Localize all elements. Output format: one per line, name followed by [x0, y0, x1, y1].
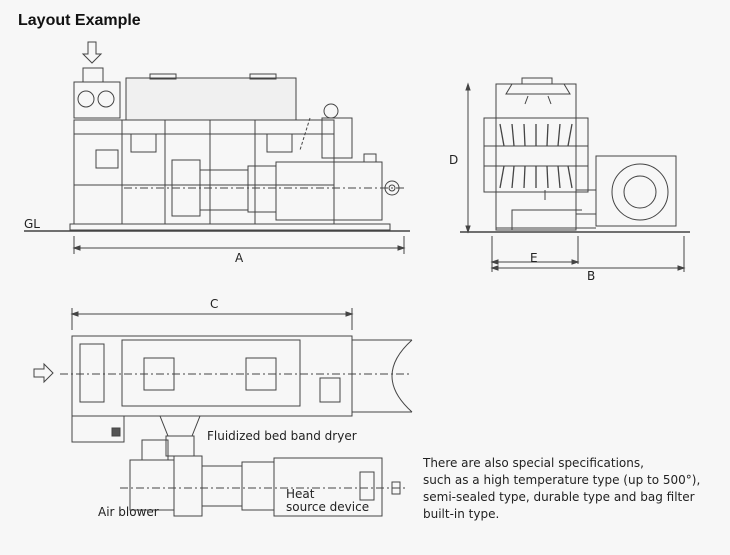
plan-inlet-arrow-icon [33, 362, 54, 384]
front-view [24, 41, 410, 254]
dimension-e-label: E [530, 251, 538, 265]
dimension-c-label: C [210, 297, 218, 311]
note-line: There are also special specifications, [423, 456, 644, 470]
dryer-label: Fluidized bed band dryer [207, 429, 357, 443]
special-specs-note: There are also special specifications, s… [423, 455, 723, 523]
air-blower-label: Air blower [98, 505, 159, 519]
heat-source-label-line1: Heat [286, 487, 315, 501]
dimension-d-label: D [449, 153, 458, 167]
gl-label: GL [24, 217, 40, 231]
inlet-arrow-icon [81, 41, 103, 64]
heat-source-label-line2: source device [286, 500, 369, 514]
plan-view [33, 308, 413, 517]
side-view [460, 77, 690, 272]
dimension-a-label: A [235, 251, 244, 265]
note-line: built-in type. [423, 507, 500, 521]
note-line: such as a high temperature type (up to 5… [423, 473, 701, 487]
note-line: semi-sealed type, durable type and bag f… [423, 490, 695, 504]
page-title: Layout Example [18, 12, 141, 29]
dimension-b-label: B [587, 269, 595, 283]
